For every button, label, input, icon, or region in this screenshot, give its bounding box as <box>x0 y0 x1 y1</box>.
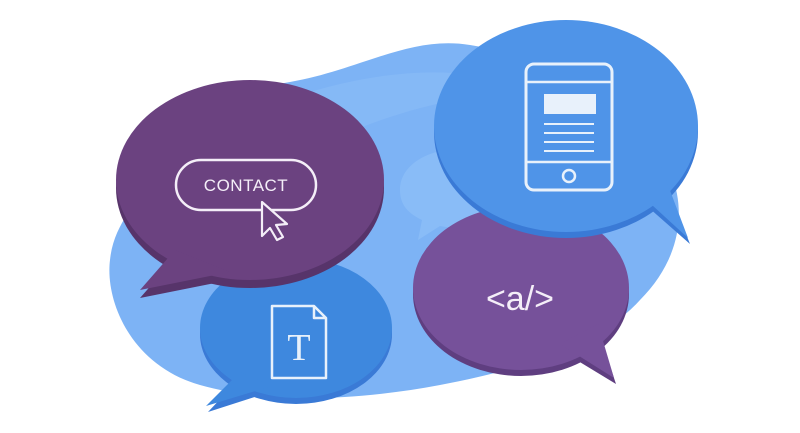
text-document-icon: T <box>270 304 328 380</box>
code-tag-label: <a/> <box>486 280 554 318</box>
mobile-phone-icon <box>524 62 614 192</box>
contact-button-graphic: CONTACT <box>174 158 318 212</box>
code-bubble: <a/> <box>413 206 629 384</box>
contact-button-label: CONTACT <box>204 176 288 195</box>
document-letter: T <box>287 327 310 369</box>
contact-bubble: CONTACT <box>116 80 384 298</box>
document-bubble: T <box>200 258 392 412</box>
phone-bubble <box>434 20 698 244</box>
pointer-cursor-icon <box>260 200 289 242</box>
